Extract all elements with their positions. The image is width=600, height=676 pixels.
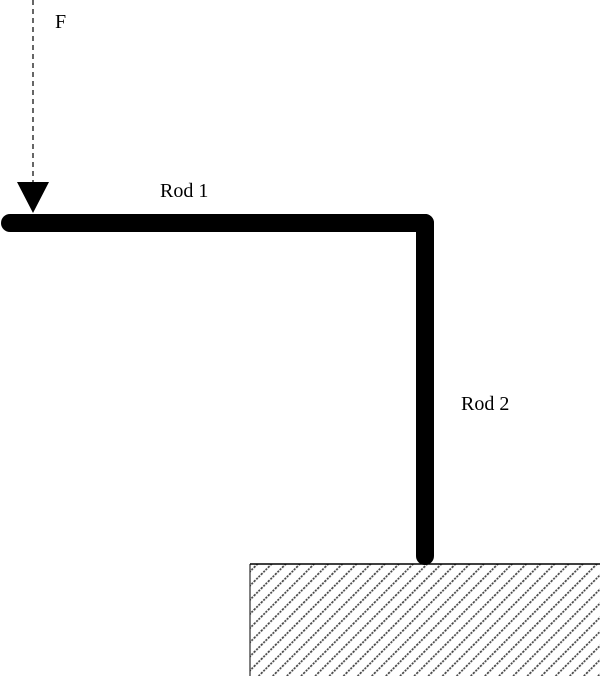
force-arrow [17, 0, 49, 213]
force-arrowhead [17, 182, 49, 213]
rod-2-label: Rod 2 [461, 393, 509, 415]
force-label: F [55, 11, 66, 33]
ground-hatch [250, 564, 600, 676]
ground-support [249, 563, 600, 676]
rod-1-label: Rod 1 [160, 180, 208, 202]
rod-assembly [1, 214, 434, 565]
